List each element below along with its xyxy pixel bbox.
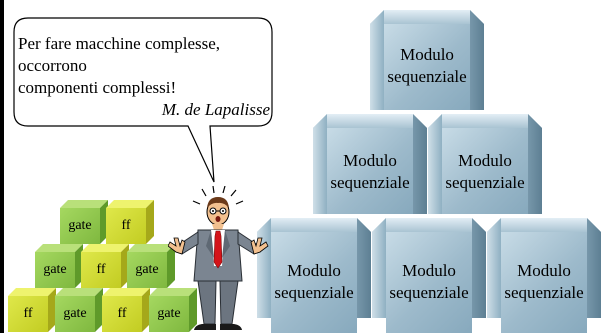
module-label-line1: Modulo <box>458 151 512 170</box>
ff-cube: ff <box>106 200 154 244</box>
ff-cube: ff <box>8 288 56 332</box>
module-label-line2: sequenziale <box>389 283 469 302</box>
cube-label: gate <box>68 218 92 233</box>
module-label-line2: sequenziale <box>387 67 467 86</box>
quote-author: M. de Lapalisse <box>161 100 270 119</box>
cube-label: ff <box>96 262 106 277</box>
module-label: Modulo sequenziale <box>372 260 486 304</box>
bubble-line-3: componenti complessi! <box>18 78 177 97</box>
module-label-line2: sequenziale <box>445 173 525 192</box>
cube-label: gate <box>43 262 67 277</box>
module-label-line1: Modulo <box>402 261 456 280</box>
module-label-line1: Modulo <box>343 151 397 170</box>
cube-label: ff <box>117 306 127 321</box>
module-cube-bottom-right: Modulo sequenziale <box>487 218 601 333</box>
module-label-line1: Modulo <box>400 45 454 64</box>
module-cube-bottom-left: Modulo sequenziale <box>257 218 371 333</box>
module-cube-bottom-center: Modulo sequenziale <box>372 218 486 333</box>
cube-label: gate <box>63 306 87 321</box>
module-cube-middle-left: Modulo sequenziale <box>313 114 427 214</box>
module-label-line2: sequenziale <box>274 283 354 302</box>
surprised-businessman-icon <box>168 186 269 330</box>
module-label: Modulo sequenziale <box>487 260 601 304</box>
module-label-line2: sequenziale <box>504 283 584 302</box>
cube-label: gate <box>135 262 159 277</box>
ff-cube: ff <box>102 288 150 332</box>
speech-bubble-text: Per fare macchine complesse, occorrono c… <box>18 33 270 121</box>
gate-cube: gate <box>60 200 108 244</box>
module-cube-top: Modulo sequenziale <box>370 10 484 110</box>
gate-cube: gate <box>55 288 103 332</box>
gate-cube: gate <box>35 244 83 288</box>
left-border <box>0 0 4 333</box>
gate-cube: gate <box>127 244 175 288</box>
module-cube-middle-right: Modulo sequenziale <box>428 114 542 214</box>
ff-cube: ff <box>81 244 129 288</box>
bubble-line-2: occorrono <box>18 56 87 75</box>
module-label: Modulo sequenziale <box>428 150 542 194</box>
module-label-line2: sequenziale <box>330 173 410 192</box>
cube-label: ff <box>121 218 131 233</box>
module-label-line1: Modulo <box>517 261 571 280</box>
module-label: Modulo sequenziale <box>313 150 427 194</box>
cube-label: gate <box>157 306 181 321</box>
module-label-line1: Modulo <box>287 261 341 280</box>
bubble-line-1: Per fare macchine complesse, <box>18 34 221 53</box>
cube-label: ff <box>23 306 33 321</box>
module-label: Modulo sequenziale <box>370 44 484 88</box>
module-label: Modulo sequenziale <box>257 260 371 304</box>
gate-cube: gate <box>149 288 197 332</box>
